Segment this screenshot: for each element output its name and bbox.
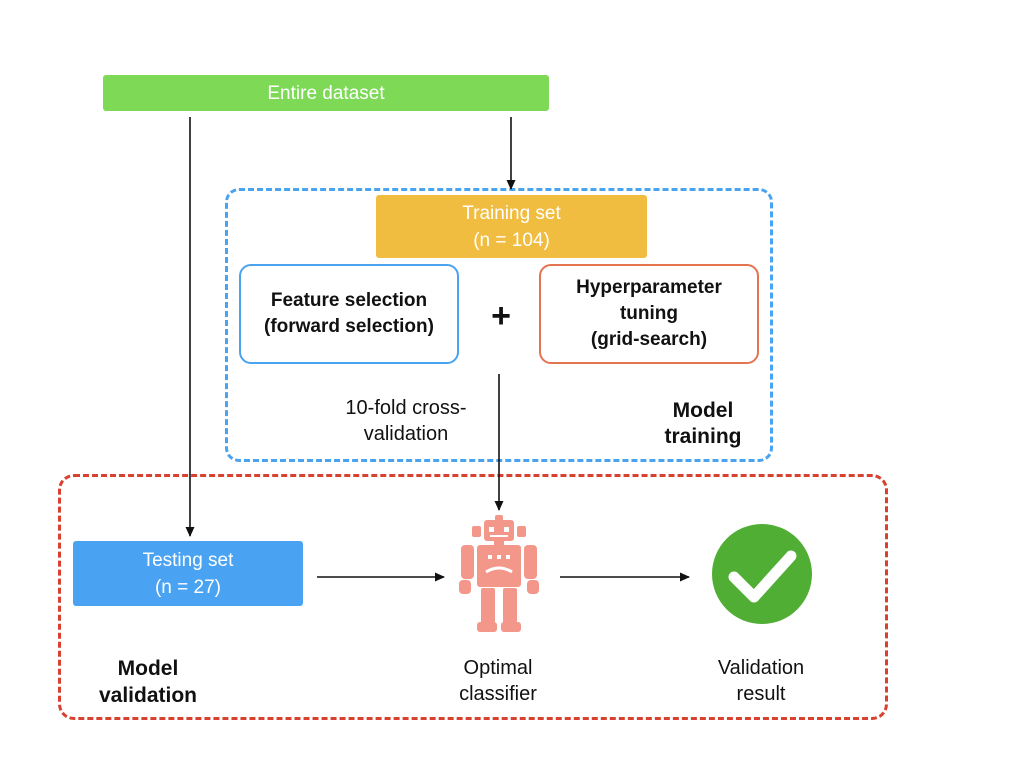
model-training-line-2: training xyxy=(664,425,742,448)
validation-result-label: Validation result xyxy=(688,655,834,707)
robot-details xyxy=(485,527,513,574)
training-set-count: (n = 104) xyxy=(473,229,550,251)
cross-validation-label: 10-fold cross- validation xyxy=(318,395,494,447)
feature-selection-box: Feature selection (forward selection) xyxy=(239,264,459,364)
hyperparameter-title-2: tuning xyxy=(619,303,679,324)
optimal-classifier-label: Optimal classifier xyxy=(425,655,571,707)
validation-result-line-1: Validation xyxy=(717,657,805,679)
feature-selection-method: (forward selection) xyxy=(264,316,434,337)
optimal-classifier-line-2: classifier xyxy=(459,683,537,705)
training-set-title: Training set xyxy=(462,202,561,224)
validation-result-line-2: result xyxy=(736,683,786,705)
checkmark-icon xyxy=(712,524,812,624)
entire-dataset-box: Entire dataset xyxy=(103,75,549,111)
cross-validation-line-2: validation xyxy=(363,423,449,445)
hyperparameter-title-1: Hyperparameter xyxy=(576,277,722,298)
hyperparameter-tuning-box: Hyperparameter tuning (grid-search) xyxy=(539,264,759,364)
model-validation-frame xyxy=(58,474,888,720)
model-training-label: Model training xyxy=(640,398,766,450)
cross-validation-line-1: 10-fold cross- xyxy=(345,397,467,419)
plus-sign: + xyxy=(491,297,511,335)
testing-set-count: (n = 27) xyxy=(154,576,221,598)
optimal-classifier-line-1: Optimal xyxy=(463,657,533,679)
testing-set-box: Testing set (n = 27) xyxy=(73,541,303,606)
hyperparameter-method: (grid-search) xyxy=(590,329,708,350)
model-validation-line-2: validation xyxy=(98,684,198,707)
feature-selection-title: Feature selection xyxy=(270,290,428,311)
model-training-line-1: Model xyxy=(672,399,734,422)
training-set-box: Training set (n = 104) xyxy=(376,195,647,258)
model-validation-line-1: Model xyxy=(117,657,179,680)
model-validation-label: Model validation xyxy=(80,655,216,709)
testing-set-title: Testing set xyxy=(142,549,234,571)
entire-dataset-label: Entire dataset xyxy=(267,82,385,104)
